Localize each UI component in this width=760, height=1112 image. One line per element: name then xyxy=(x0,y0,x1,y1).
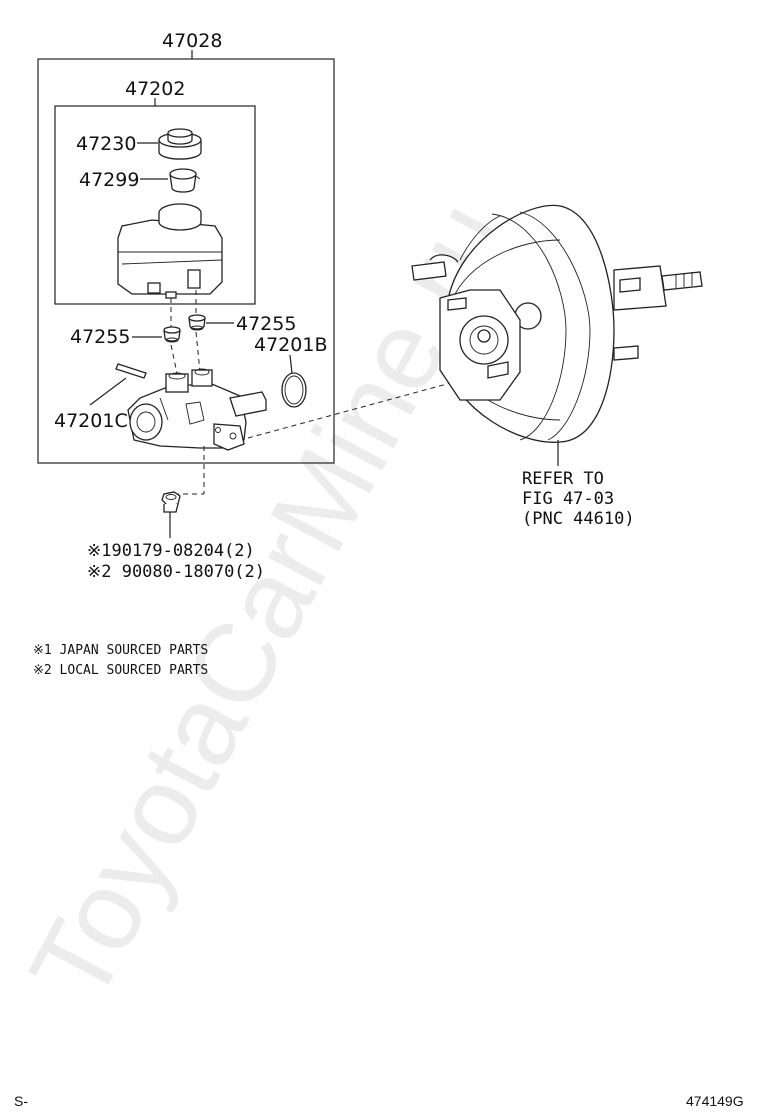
refer-line-1: REFER TO xyxy=(522,469,604,489)
reservoir-cap xyxy=(158,128,202,160)
label-47255-right: 47255 xyxy=(236,313,296,335)
note-japan-sourced: ※1 JAPAN SOURCED PARTS xyxy=(33,643,208,658)
label-47028: 47028 xyxy=(162,30,222,52)
brake-booster xyxy=(411,204,703,443)
reservoir-tank xyxy=(117,203,223,299)
label-47255-left: 47255 xyxy=(70,326,130,348)
refer-line-3: (PNC 44610) xyxy=(522,509,635,529)
label-47201b: 47201B xyxy=(254,334,327,356)
reservoir-strainer xyxy=(169,168,201,193)
refer-line-2: FIG 47-03 xyxy=(522,489,614,509)
grommet-right xyxy=(188,314,206,331)
label-47299: 47299 xyxy=(79,169,139,191)
footer-right: 474149G xyxy=(686,1093,744,1109)
footer-left: S- xyxy=(14,1093,28,1109)
label-nut-local: ※2 90080-18070(2) xyxy=(87,562,265,582)
assembly-box xyxy=(37,58,335,464)
label-nut-japan: ※190179-08204(2) xyxy=(87,541,255,561)
grommet-left xyxy=(163,326,181,343)
label-47202: 47202 xyxy=(125,78,185,100)
label-47230: 47230 xyxy=(76,133,136,155)
nut xyxy=(161,491,181,513)
master-cylinder xyxy=(127,368,267,451)
o-ring xyxy=(281,372,307,408)
pin xyxy=(115,363,147,379)
note-local-sourced: ※2 LOCAL SOURCED PARTS xyxy=(33,663,208,678)
label-47201c: 47201C xyxy=(54,410,128,432)
